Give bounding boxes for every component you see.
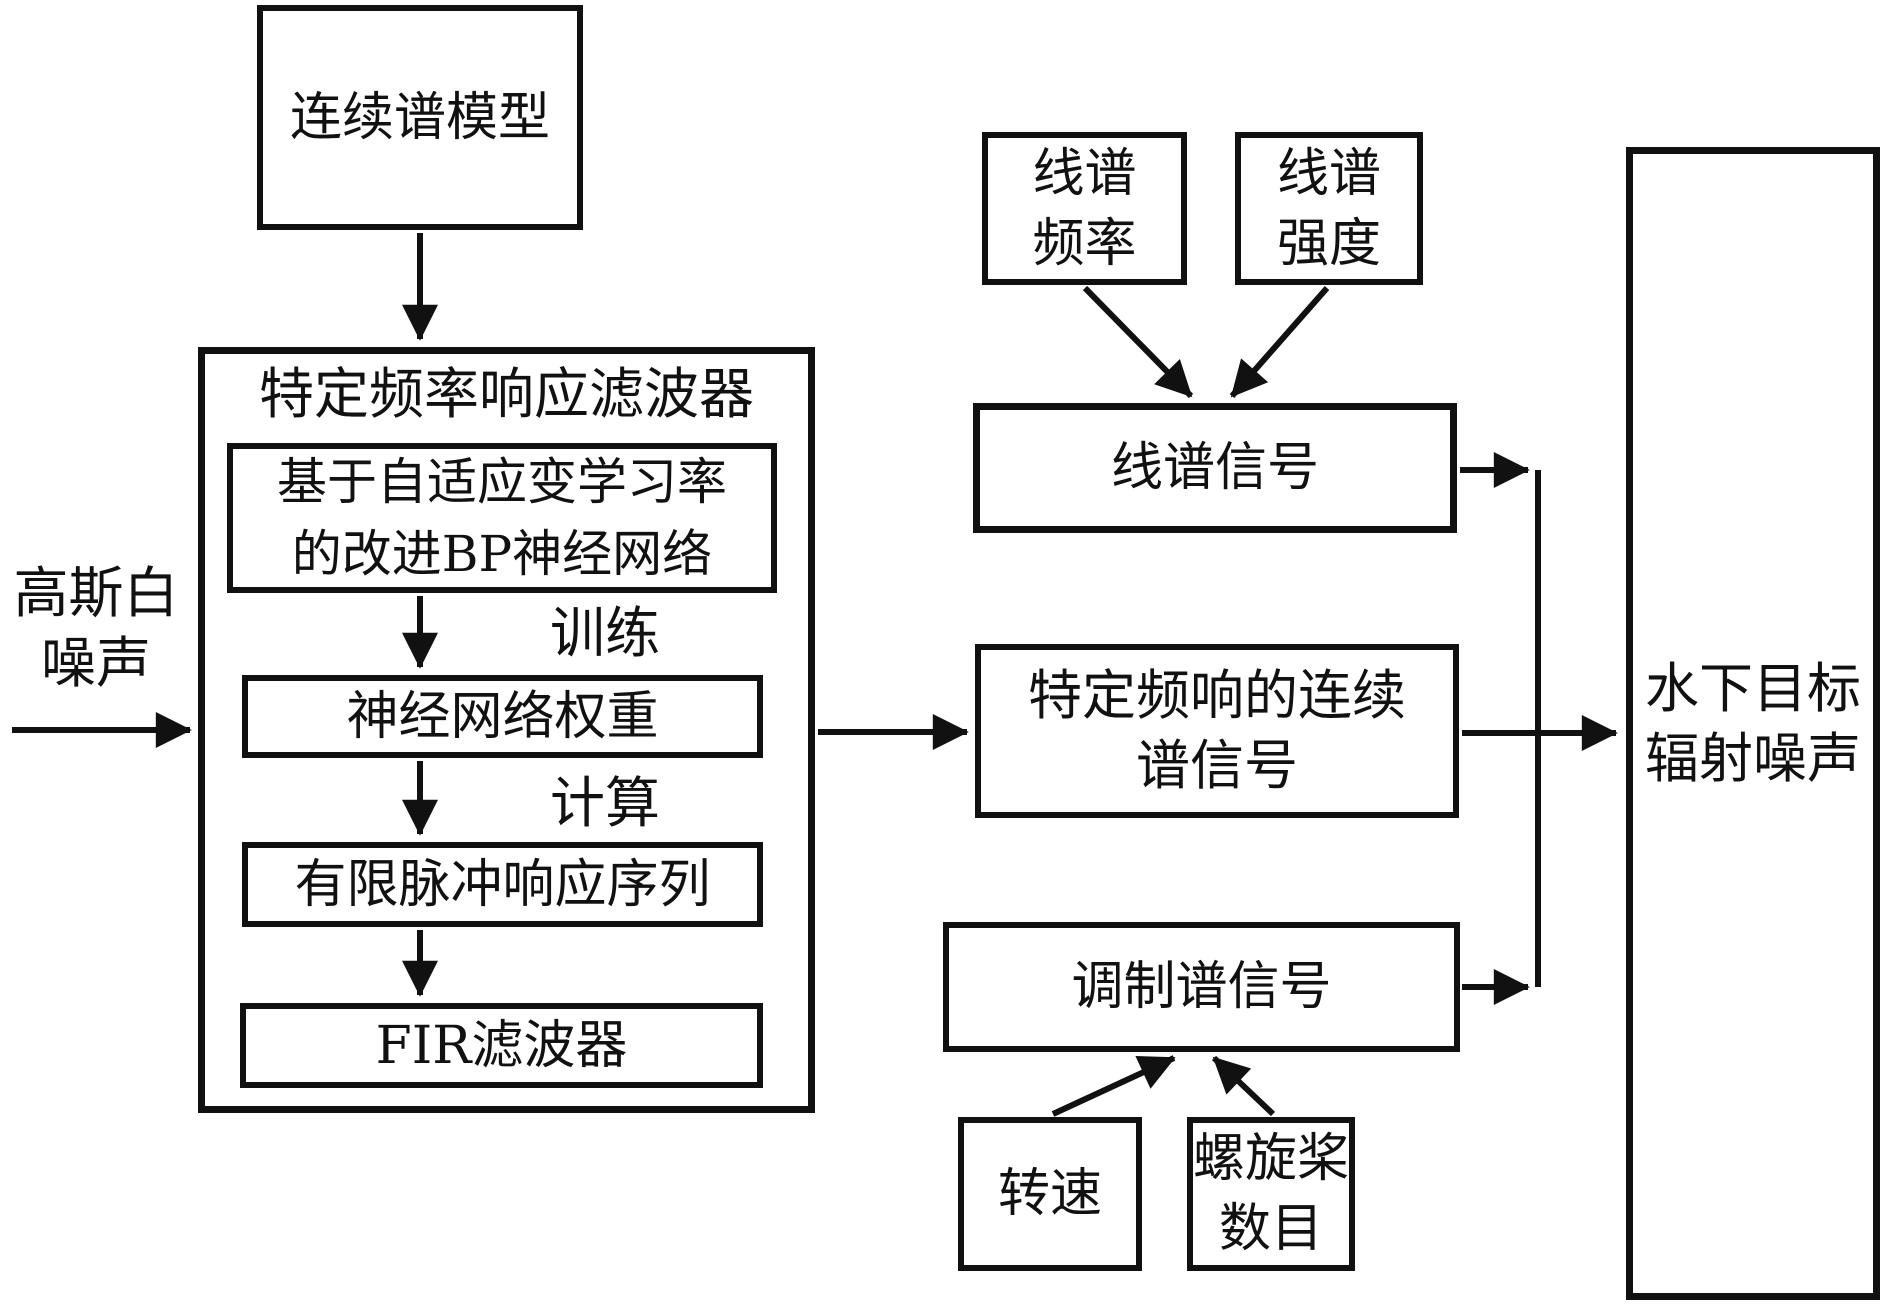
- node-rotation-speed: 转速: [958, 1117, 1142, 1271]
- node-fir-filter: FIR滤波器: [240, 1003, 763, 1088]
- node-modulation-spectrum-signal: 调制谱信号: [943, 922, 1460, 1052]
- node-line-spectrum-intensity: 线谱 强度: [1235, 132, 1423, 285]
- arrow-propeller-to-modulation: [1211, 1055, 1276, 1117]
- node-propeller-count: 螺旋桨 数目: [1187, 1117, 1355, 1271]
- node-improved-bp-neural-network: 基于自适应变学习率 的改进BP神经网络: [227, 443, 777, 593]
- node-neural-network-weights: 神经网络权重: [242, 675, 763, 758]
- node-continuous-spectrum-model: 连续谱模型: [257, 5, 583, 230]
- label-gaussian-white-noise: 高斯白 噪声: [13, 561, 179, 695]
- node-line-spectrum-frequency: 线谱 频率: [982, 132, 1187, 285]
- node-continuous-spectrum-signal: 特定频响的连续 谱信号: [975, 644, 1459, 818]
- edge-label-compute: 计算: [549, 771, 660, 835]
- filter-title: 特定频率响应滤波器: [258, 362, 754, 426]
- node-line-spectrum-signal: 线谱信号: [973, 403, 1457, 533]
- arrow-rotation-to-modulation: [1051, 1055, 1176, 1117]
- arrow-intensity-to-line-signal: [1229, 286, 1330, 398]
- node-underwater-target-radiated-noise: 水下目标 辐射噪声: [1626, 147, 1880, 1300]
- node-finite-impulse-response-sequence: 有限脉冲响应序列: [242, 842, 763, 927]
- arrow-frequency-to-line-signal: [1082, 285, 1194, 399]
- edge-label-train: 训练: [549, 601, 660, 665]
